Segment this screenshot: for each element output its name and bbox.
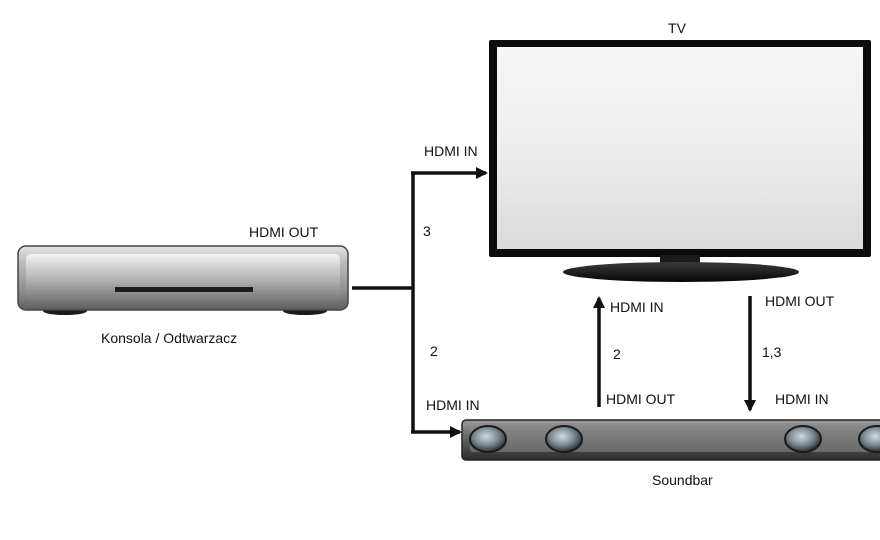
console-disc-slot	[115, 287, 253, 292]
console-hdmi-out-label: HDMI OUT	[249, 224, 319, 240]
tv-stand-base	[563, 262, 799, 282]
connection-number-tv-soundbar: 1,3	[762, 344, 782, 360]
soundbar-device: Soundbar	[461, 419, 880, 488]
soundbar-hdmi-in-label-left: HDMI IN	[426, 397, 480, 413]
speaker-driver	[469, 425, 507, 453]
console-label: Konsola / Odtwarzacz	[101, 330, 237, 346]
speaker-driver	[545, 425, 583, 453]
cable-tv-to-soundbar: HDMI OUT HDMI IN 1,3	[744, 293, 835, 412]
cable-console-to-soundbar: HDMI IN 2	[411, 343, 480, 438]
console-device: Konsola / Odtwarzacz HDMI OUT	[17, 224, 349, 346]
tv-label: TV	[668, 20, 687, 36]
cable-soundbar-to-tv: HDMI IN HDMI OUT 2	[593, 296, 676, 407]
cable-console-to-tv: HDMI IN 3	[411, 143, 488, 239]
connection-number-soundbar-tv: 2	[613, 346, 621, 362]
connection-number-console-tv: 3	[423, 223, 431, 239]
tv-device: TV	[489, 20, 871, 282]
tv-hdmi-in-label: HDMI IN	[424, 143, 478, 159]
connection-number-console-soundbar: 2	[430, 343, 438, 359]
tv-hdmi-out-label: HDMI OUT	[765, 293, 835, 309]
tv-hdmi-in-label-right: HDMI IN	[610, 299, 664, 315]
soundbar-hdmi-out-label: HDMI OUT	[606, 391, 676, 407]
console-face	[26, 254, 340, 300]
speaker-driver	[858, 425, 880, 453]
soundbar-label: Soundbar	[652, 472, 713, 488]
tv-screen	[497, 47, 863, 249]
speaker-driver	[784, 425, 822, 453]
cable-console-trunk	[352, 173, 415, 432]
soundbar-hdmi-in-label-right: HDMI IN	[775, 391, 829, 407]
